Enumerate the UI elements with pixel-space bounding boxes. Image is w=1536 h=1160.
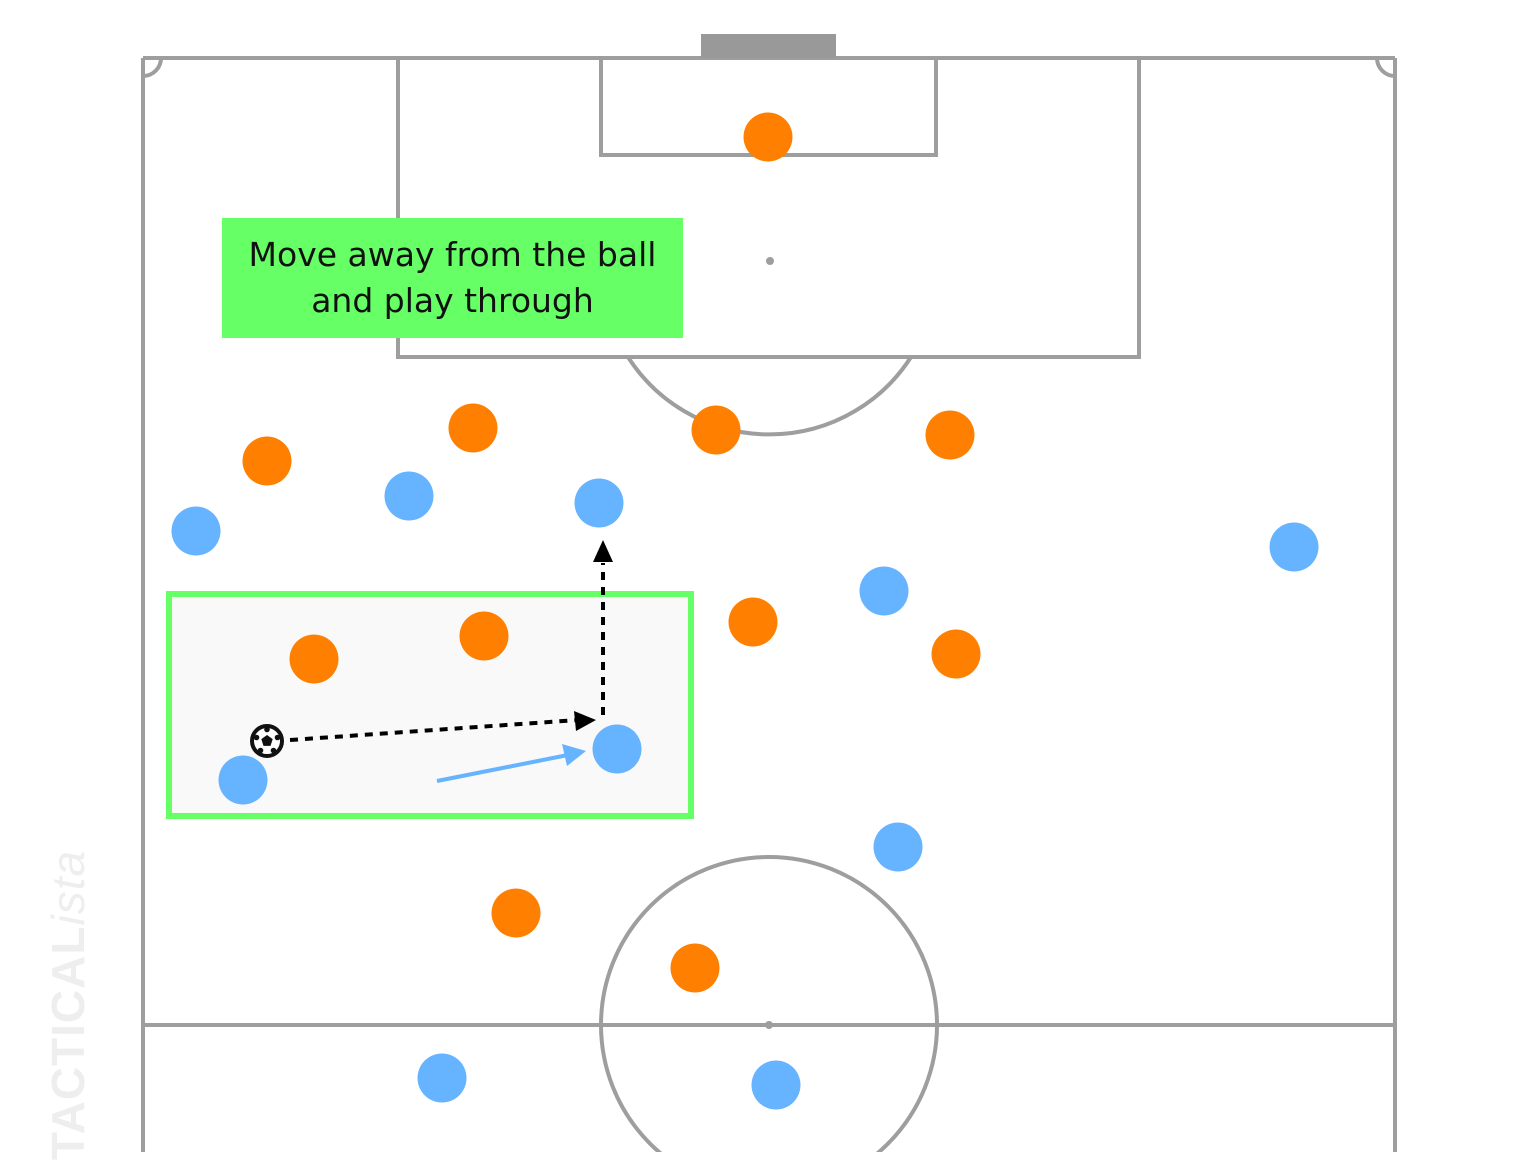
ball-icon [250, 724, 284, 758]
orange-player [925, 410, 975, 460]
penalty-arc [626, 355, 913, 437]
pass-arrowhead [574, 711, 596, 731]
pass-arrow [289, 718, 579, 742]
orange-player [728, 597, 778, 647]
blue-player [574, 478, 624, 528]
blue-player [859, 566, 909, 616]
run-arrowhead [562, 744, 586, 766]
orange-player [448, 403, 498, 453]
blue-player [417, 1053, 467, 1103]
blue-player [1269, 522, 1319, 572]
orange-player [931, 629, 981, 679]
centre-circle [599, 855, 939, 1152]
instruction-callout: Move away from the ball and play through [222, 218, 683, 338]
goal [701, 34, 836, 58]
blue-player [384, 471, 434, 521]
blue-player [218, 755, 268, 805]
penalty-spot [766, 257, 774, 265]
orange-player [459, 611, 509, 661]
orange-player [242, 436, 292, 486]
watermark-logo: TACTICALista [42, 849, 94, 1160]
orange-player [691, 405, 741, 455]
orange-player [491, 888, 541, 938]
orange-player [743, 112, 793, 162]
through-pass-arrowhead [593, 540, 613, 562]
players [171, 112, 1319, 1110]
blue-player [171, 506, 221, 556]
blue-player [873, 822, 923, 872]
callout-line-2: and play through [311, 281, 594, 320]
callout-line-1: Move away from the ball [248, 235, 657, 274]
corner-arc-right [1375, 57, 1396, 78]
orange-player [670, 943, 720, 993]
blue-player [592, 724, 642, 774]
corner-arc-left [142, 57, 163, 78]
orange-player [289, 634, 339, 684]
movement-arrows [289, 540, 613, 783]
centre-spot [765, 1021, 773, 1029]
pitch-markings [141, 56, 1397, 1152]
run-arrow [436, 753, 569, 783]
blue-player [751, 1060, 801, 1110]
